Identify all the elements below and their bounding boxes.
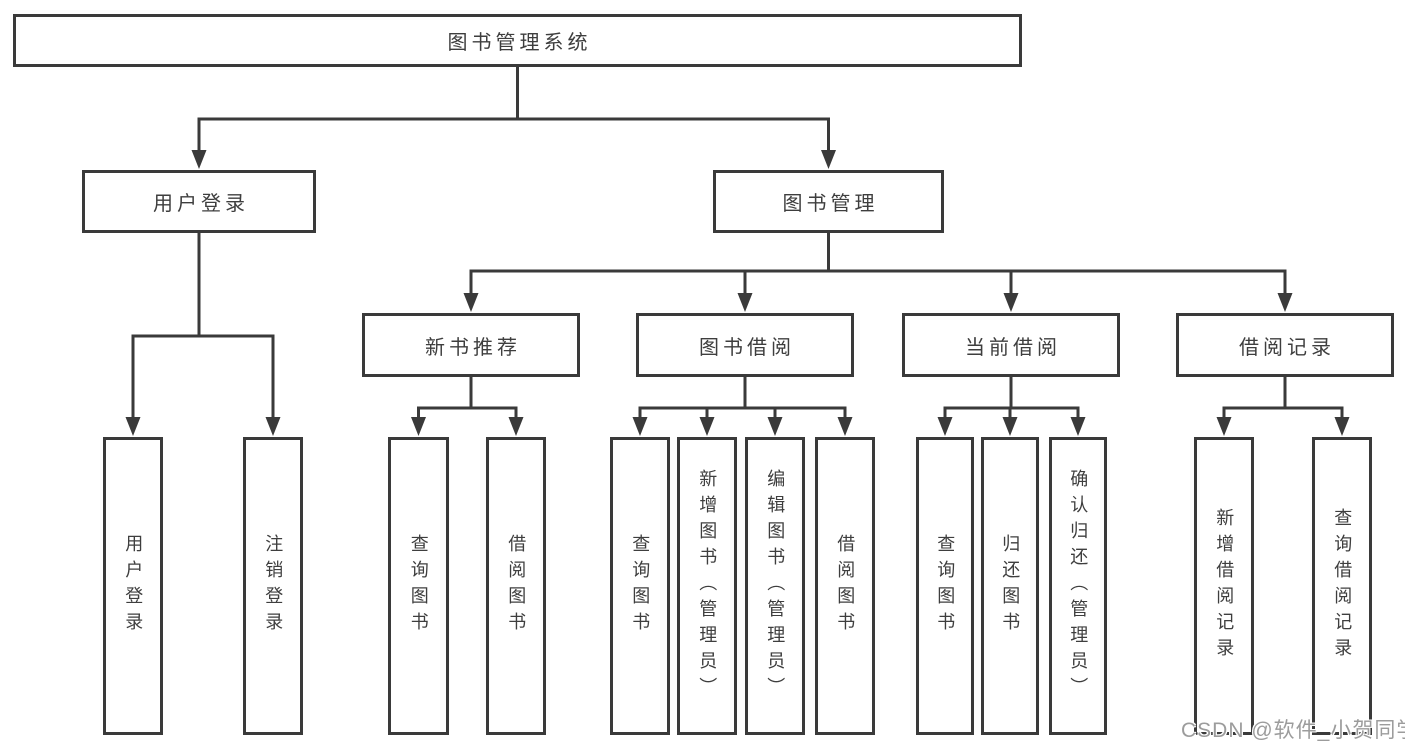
node-leaf-user-login: 用户登录 <box>103 437 163 735</box>
node-current-borrow-label: 当前借阅 <box>965 336 1061 359</box>
node-leaf-confirm-return-admin: 确认归还（管理员） <box>1049 437 1107 735</box>
node-user-login-label: 用户登录 <box>153 193 249 215</box>
node-leaf-newbook-borrow-books-label: 借阅图书 <box>506 534 527 638</box>
node-book-management-label: 图书管理 <box>782 193 879 215</box>
node-user-login: 用户登录 <box>82 170 316 233</box>
node-leaf-borrow-query-books: 查询图书 <box>610 437 670 735</box>
node-new-book-recommend-label: 新书推荐 <box>425 336 521 359</box>
node-leaf-confirm-return-admin-label: 确认归还（管理员） <box>1068 469 1089 703</box>
node-leaf-logout-label: 注销登录 <box>263 534 284 638</box>
node-book-borrow-label: 图书借阅 <box>699 336 795 359</box>
node-leaf-query-borrow-record: 查询借阅记录 <box>1312 437 1372 735</box>
node-leaf-add-books-admin-label: 新增图书（管理员） <box>697 469 718 703</box>
node-leaf-borrow-query-books-label: 查询图书 <box>630 534 651 638</box>
node-library-system: 图书管理系统 <box>13 14 1022 67</box>
arrowheads <box>125 150 1350 436</box>
node-leaf-current-query-books: 查询图书 <box>916 437 974 735</box>
node-leaf-add-borrow-record: 新增借阅记录 <box>1194 437 1254 735</box>
node-leaf-logout: 注销登录 <box>243 437 303 735</box>
node-leaf-query-borrow-record-label: 查询借阅记录 <box>1332 508 1353 664</box>
node-borrow-records-label: 借阅记录 <box>1239 336 1335 359</box>
node-book-management: 图书管理 <box>713 170 944 233</box>
node-leaf-borrow-books: 借阅图书 <box>815 437 875 735</box>
node-leaf-borrow-books-label: 借阅图书 <box>835 534 856 638</box>
node-leaf-return-books: 归还图书 <box>981 437 1039 735</box>
node-leaf-add-borrow-record-label: 新增借阅记录 <box>1214 508 1235 664</box>
node-leaf-current-query-books-label: 查询图书 <box>935 534 956 638</box>
node-library-system-label: 图书管理系统 <box>447 32 592 54</box>
node-leaf-add-books-admin: 新增图书（管理员） <box>677 437 737 735</box>
node-current-borrow: 当前借阅 <box>902 313 1120 377</box>
node-leaf-user-login-label: 用户登录 <box>123 534 144 638</box>
csdn-watermark: CSDN @软件_小贺同学 <box>1181 719 1405 742</box>
connector-path <box>131 66 1344 419</box>
node-leaf-edit-books-admin-label: 编辑图书（管理员） <box>765 469 786 703</box>
node-leaf-newbook-borrow-books: 借阅图书 <box>486 437 546 735</box>
node-leaf-edit-books-admin: 编辑图书（管理员） <box>745 437 805 735</box>
node-leaf-newbook-query-books: 查询图书 <box>388 437 449 735</box>
node-leaf-return-books-label: 归还图书 <box>1000 534 1021 638</box>
node-new-book-recommend: 新书推荐 <box>362 313 580 377</box>
node-leaf-newbook-query-books-label: 查询图书 <box>408 534 429 638</box>
node-book-borrow: 图书借阅 <box>636 313 854 377</box>
node-borrow-records: 借阅记录 <box>1176 313 1394 377</box>
